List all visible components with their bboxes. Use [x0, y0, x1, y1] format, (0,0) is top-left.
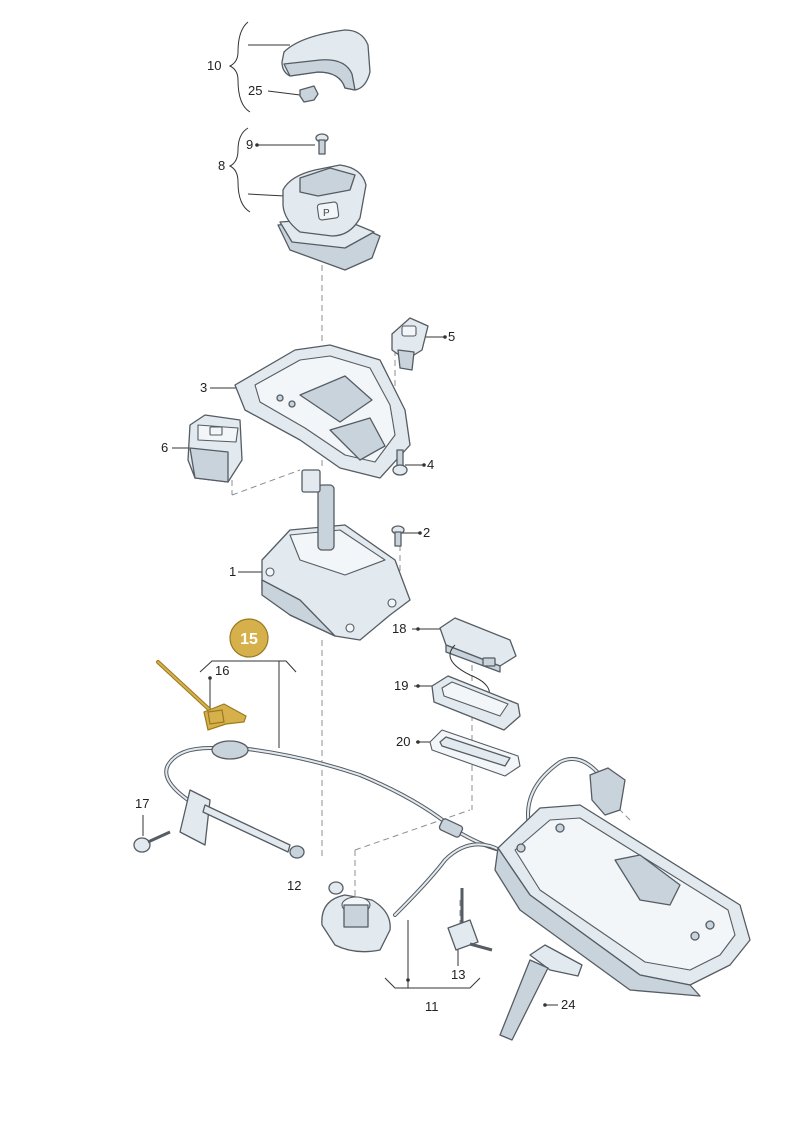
part-5-switch	[391, 317, 429, 371]
label-24: 24	[561, 997, 575, 1012]
label-11: 11	[425, 999, 439, 1014]
label-17: 17	[135, 796, 149, 811]
part-1-shift-housing	[261, 469, 411, 641]
label-15: 15	[240, 631, 258, 648]
part-20-gasket	[429, 729, 521, 777]
part-16-highlighted-bracket	[156, 660, 247, 731]
label-1: 1	[229, 564, 236, 579]
part-12-selector-cable	[164, 740, 502, 859]
label-13: 13	[451, 967, 465, 982]
part-25-clip	[299, 85, 319, 103]
gear-lever-base-tray	[494, 804, 751, 997]
part-4-screw	[392, 449, 408, 476]
label-2: 2	[423, 525, 430, 540]
part-24-lever	[499, 944, 583, 1041]
label-16: 16	[215, 663, 229, 678]
label-19: 19	[394, 678, 408, 693]
label-10: 10	[207, 58, 221, 73]
label-8: 8	[218, 158, 225, 173]
part-2-screw	[391, 525, 405, 547]
selector-p-symbol: P	[323, 208, 330, 219]
label-5: 5	[448, 329, 455, 344]
label-18: 18	[392, 621, 406, 636]
part-18-control-unit	[439, 617, 517, 701]
callout-15-circle	[229, 618, 269, 658]
label-4: 4	[427, 457, 434, 472]
part-17-bolt	[133, 830, 171, 853]
label-25: 25	[248, 83, 262, 98]
part-3-trim-cover	[234, 344, 411, 479]
part-10-cap	[281, 29, 371, 91]
label-20: 20	[396, 734, 410, 749]
leader-lines	[142, 21, 558, 1007]
label-3: 3	[200, 380, 207, 395]
part-19-frame	[431, 675, 521, 731]
part-8-selector-knob: P	[277, 164, 381, 271]
label-6: 6	[161, 440, 168, 455]
part-number-labels: 10 25 9 8 5 3 6 4 2 1 18 16 19 20 17 12 …	[135, 58, 575, 1014]
part-6-button-switch	[187, 414, 243, 483]
part-13-screw-clip	[447, 888, 493, 952]
label-12: 12	[287, 878, 301, 893]
part-9-screw	[315, 133, 329, 155]
callout-15-badge: 15	[229, 618, 269, 658]
label-9: 9	[246, 137, 253, 152]
